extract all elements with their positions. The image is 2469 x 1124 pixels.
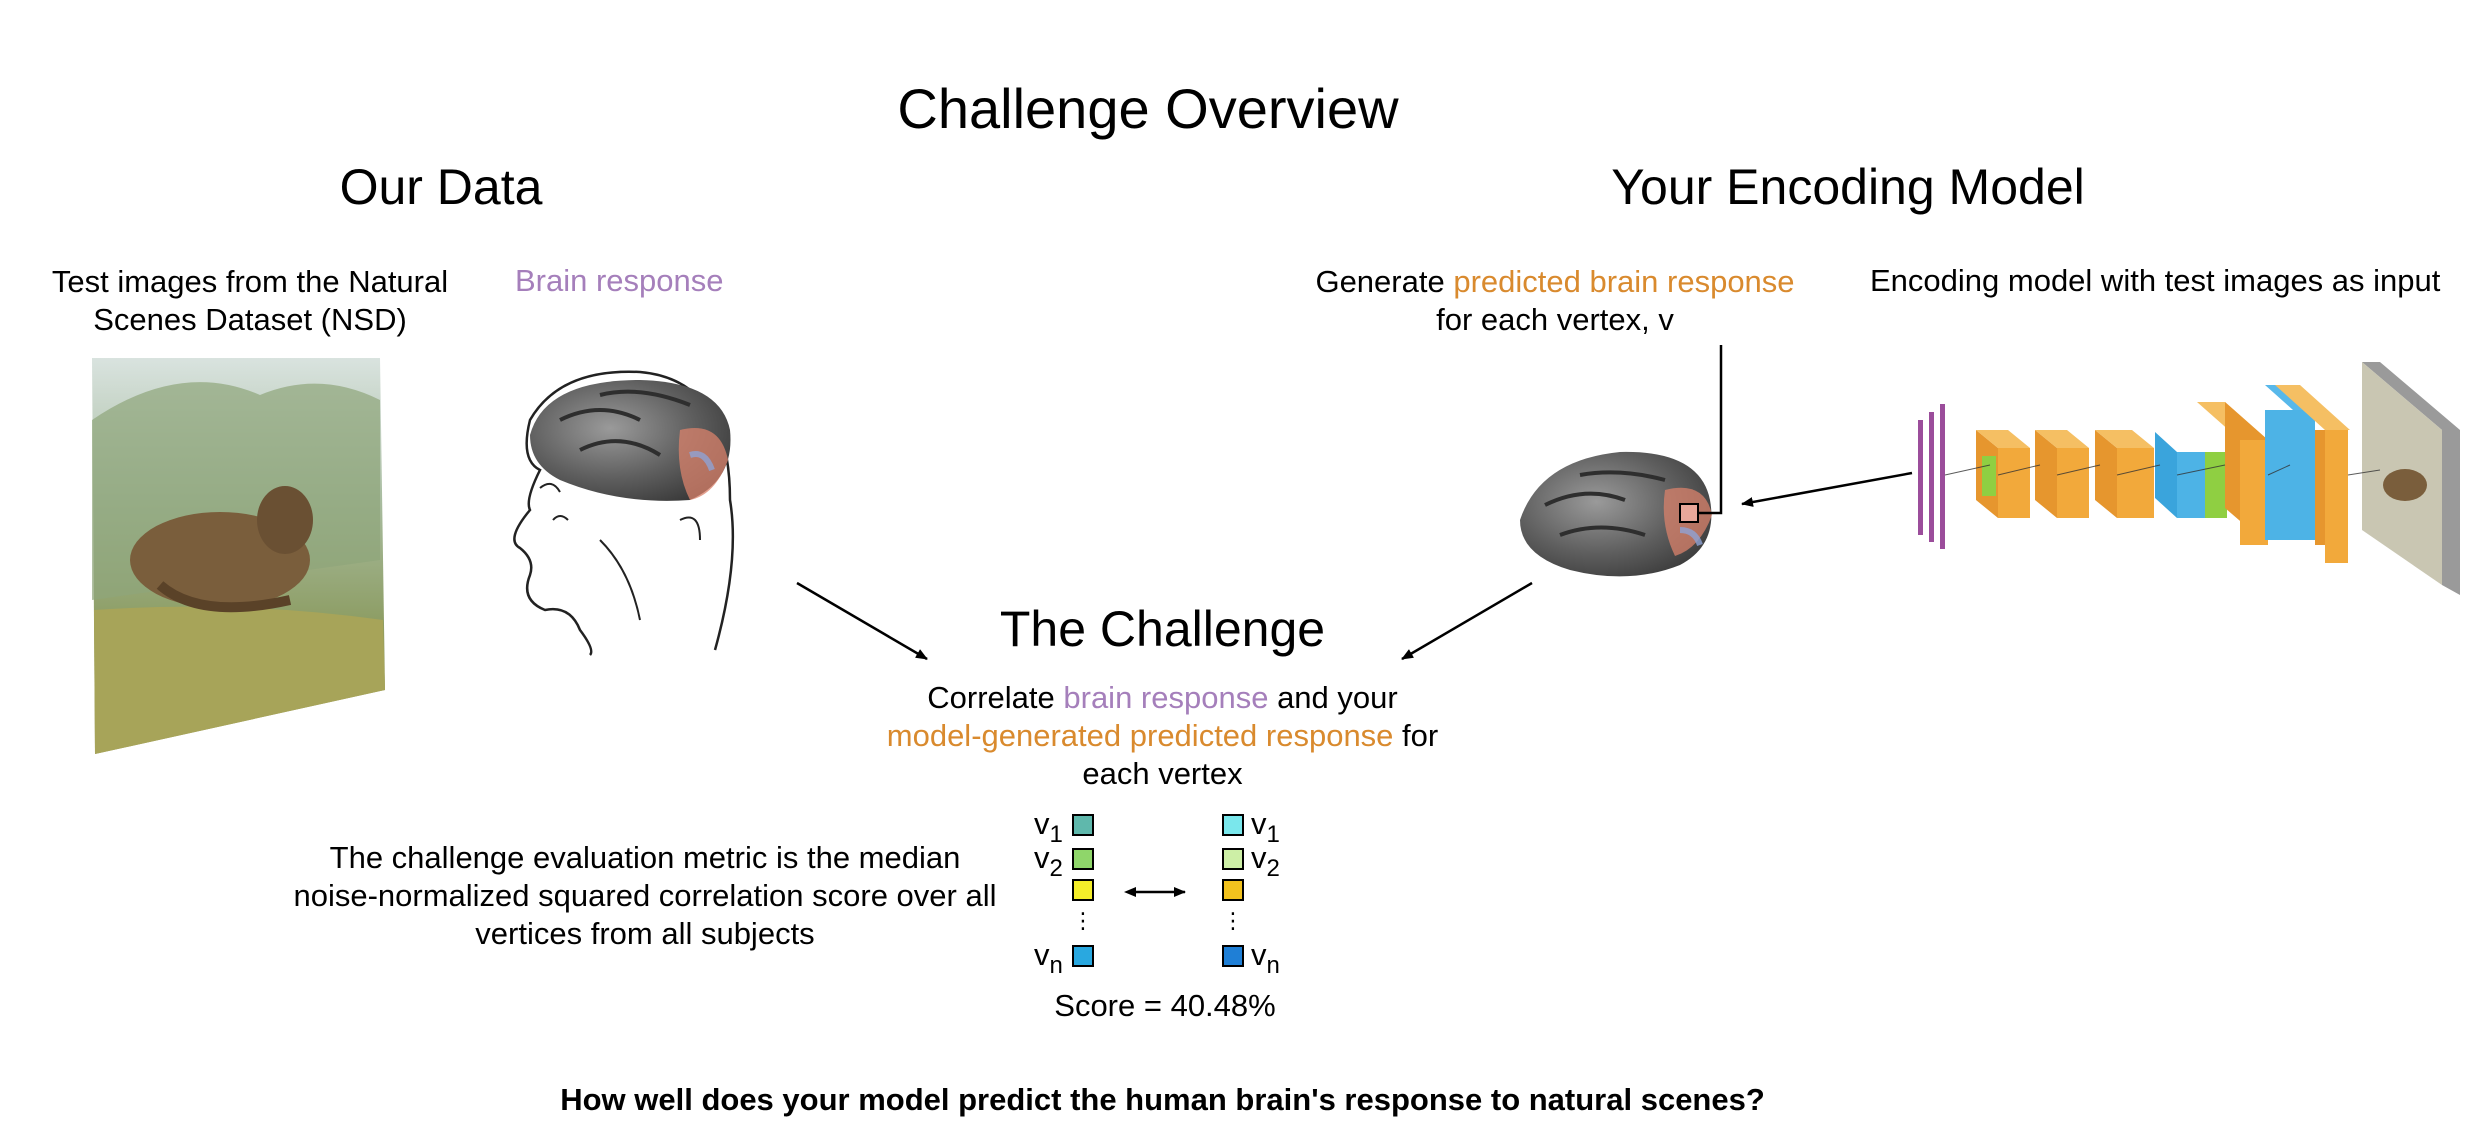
- correlate-brain-response: brain response: [1063, 680, 1269, 715]
- left-v-label-2: v2: [1034, 840, 1063, 882]
- encoding-model-heading: Your Encoding Model: [1611, 159, 2085, 215]
- score-text: Score = 40.48%: [1054, 988, 1276, 1023]
- left-square-v1: [1072, 814, 1094, 836]
- correlate-mid: and your: [1268, 680, 1398, 715]
- generate-suffix: for each vertex, v: [1436, 302, 1674, 337]
- left-v-label-1: v1: [1034, 806, 1063, 848]
- right-ellipsis: ⋮: [1222, 908, 1244, 933]
- predicted-brain-image: [1520, 345, 1723, 577]
- predicted-brain-response-highlight: predicted brain response: [1453, 264, 1795, 299]
- arrow-prediction-to-challenge: [1401, 581, 1533, 661]
- nsd-test-image: [92, 358, 385, 754]
- correlate-predicted-response: model-generated predicted response: [886, 718, 1394, 753]
- brain-response-label: Brain response: [515, 263, 724, 298]
- bottom-question: How well does your model predict the hum…: [560, 1082, 1765, 1117]
- arrow-brain-to-challenge: [796, 581, 928, 661]
- generate-prefix: Generate: [1315, 264, 1454, 299]
- correlate-caption: Correlate brain response and your model-…: [880, 679, 1445, 793]
- generate-caption: Generate predicted brain response for ea…: [1300, 263, 1810, 339]
- arrow-model-to-brain: [1741, 471, 1913, 507]
- right-square-v3: [1222, 879, 1244, 901]
- left-square-vn: [1072, 945, 1094, 967]
- right-square-v1: [1222, 814, 1244, 836]
- left-ellipsis: ⋮: [1072, 908, 1094, 933]
- left-square-v2: [1072, 848, 1094, 870]
- our-data-heading: Our Data: [339, 159, 543, 215]
- test-images-caption-line2: Scenes Dataset (NSD): [93, 302, 407, 337]
- test-images-caption-line1: Test images from the Natural: [51, 264, 449, 299]
- correlate-suffix: for each vertex: [1082, 718, 1439, 791]
- metric-description: The challenge evaluation metric is the m…: [293, 840, 997, 951]
- right-square-vn: [1222, 945, 1244, 967]
- right-square-v2: [1222, 848, 1244, 870]
- vertex-leader-line: [1698, 345, 1723, 515]
- cnn-encoding-model: [1918, 362, 2460, 595]
- page-title: Challenge Overview: [897, 77, 1399, 140]
- vertex-marker: [1679, 503, 1699, 523]
- left-square-v3: [1072, 879, 1094, 901]
- correlate-prefix: Correlate: [927, 680, 1064, 715]
- right-v-label-n: vn: [1251, 937, 1280, 979]
- human-head-illustration: [513, 370, 735, 656]
- vertex-comparison: v1 v2 vn v1 v2 vn ⋮ ⋮: [1034, 806, 1280, 979]
- test-images-caption: Test images from the Natural Scenes Data…: [0, 263, 500, 339]
- right-v-label-1: v1: [1251, 806, 1280, 848]
- right-v-label-2: v2: [1251, 840, 1280, 882]
- encoding-input-caption: Encoding model with test images as input: [1870, 263, 2441, 298]
- challenge-heading: The Challenge: [999, 601, 1326, 657]
- left-v-label-n: vn: [1034, 937, 1063, 979]
